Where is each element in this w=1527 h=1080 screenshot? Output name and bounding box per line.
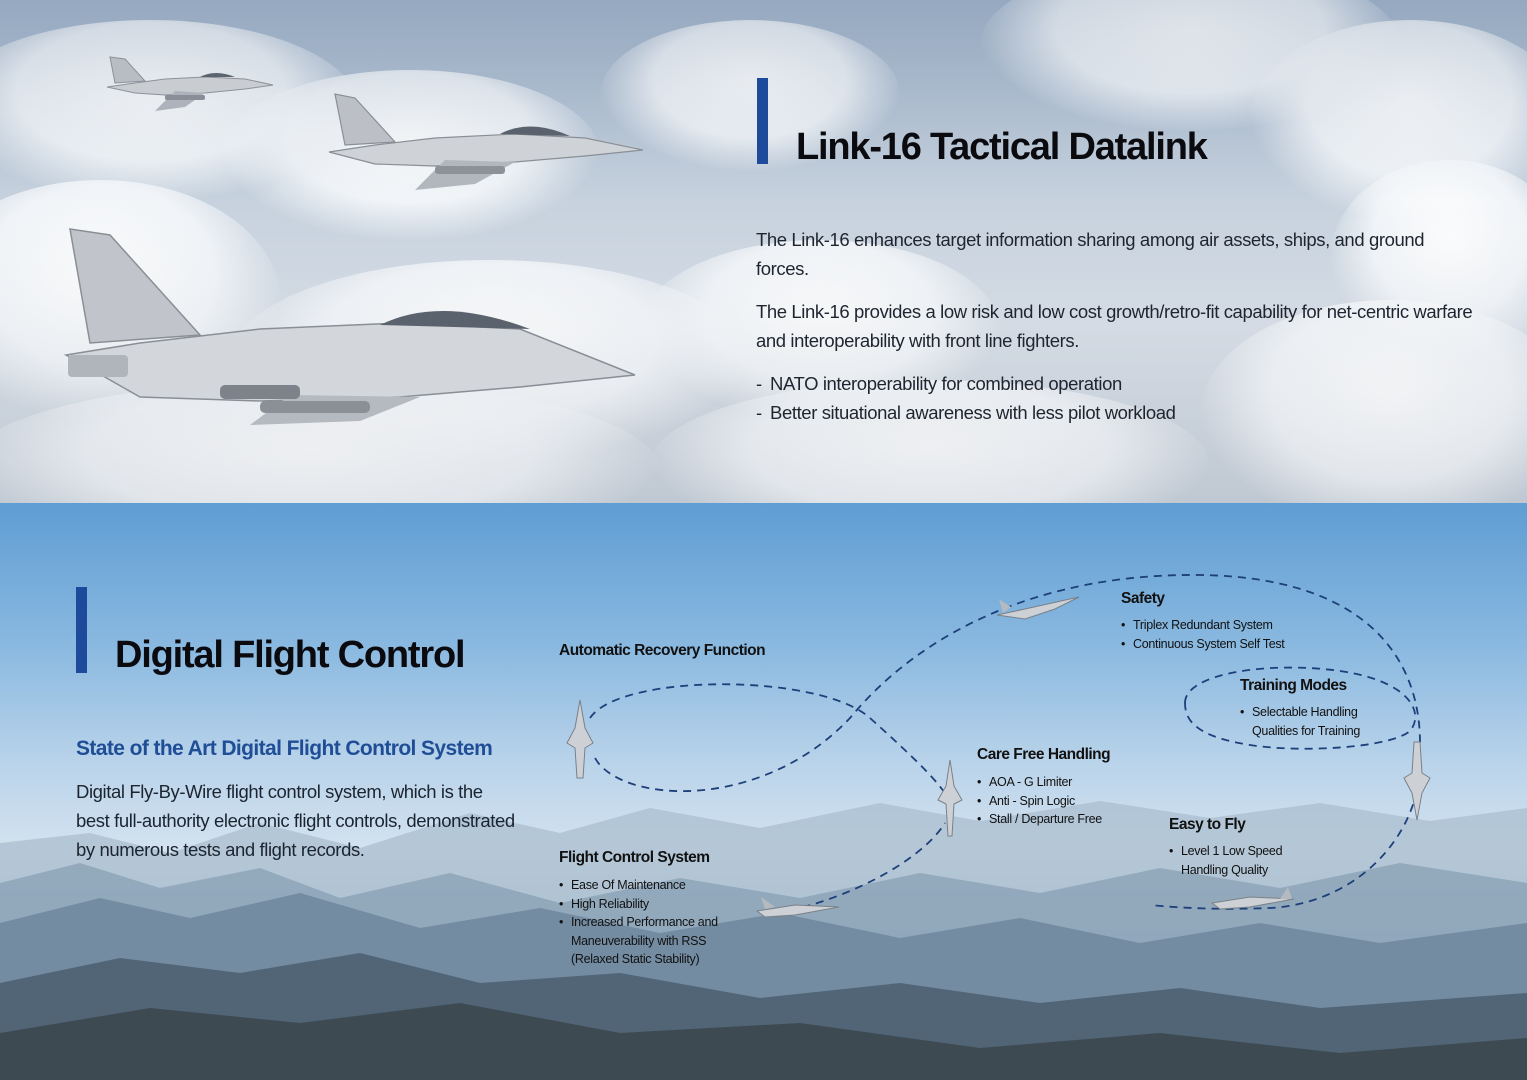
easy-to-fly-list: Level 1 Low Speed Handling Quality	[1169, 842, 1284, 879]
list-item: Ease Of Maintenance	[559, 876, 729, 895]
list-item: Increased Performance and Maneuverabilit…	[559, 913, 729, 969]
list-item: Level 1 Low Speed Handling Quality	[1169, 842, 1284, 879]
fighter-jet-image	[1210, 887, 1295, 910]
flight-path	[589, 683, 951, 804]
flight-control-system-list: Ease Of Maintenance High Reliability Inc…	[559, 876, 729, 969]
link16-bullet: NATO interoperability for combined opera…	[756, 369, 1476, 398]
fighter-jet-image	[566, 699, 594, 779]
care-free-handling-title: Care Free Handling	[977, 746, 1111, 763]
link16-bullet: Better situational awareness with less p…	[756, 398, 1476, 427]
link16-title: Link-16 Tactical Datalink	[796, 126, 1208, 168]
fighter-jet-image	[996, 596, 1080, 620]
accent-bar	[76, 587, 87, 673]
link16-paragraph: The Link-16 enhances target information …	[756, 229, 1425, 279]
flight-control-system-title: Flight Control System	[559, 849, 710, 866]
care-free-handling-list: AOA - G Limiter Anti - Spin Logic Stall …	[977, 773, 1127, 829]
link16-bullets: NATO interoperability for combined opera…	[756, 369, 1476, 427]
mountain-landscape	[0, 801, 1527, 1080]
list-item: Continuous System Self Test	[1121, 635, 1321, 654]
easy-to-fly-title: Easy to Fly	[1169, 816, 1246, 833]
cloud	[600, 20, 900, 170]
flight-path	[774, 822, 946, 914]
dfc-title: Digital Flight Control	[115, 634, 466, 676]
list-item: AOA - G Limiter	[977, 773, 1127, 792]
fighter-jet-image	[1403, 741, 1431, 821]
list-item: Stall / Departure Free	[977, 810, 1127, 829]
safety-title: Safety	[1121, 590, 1165, 607]
training-modes-title: Training Modes	[1240, 677, 1347, 694]
list-item: Anti - Spin Logic	[977, 792, 1127, 811]
link16-paragraph: The Link-16 provides a low risk and low …	[756, 301, 1473, 351]
accent-bar	[757, 78, 768, 164]
list-item: High Reliability	[559, 895, 729, 914]
fighter-jet-image	[755, 897, 840, 918]
link16-panel: Link-16 Tactical Datalink The Link-16 en…	[0, 0, 1527, 503]
digital-flight-control-panel: Digital Flight Control State of the Art …	[0, 503, 1527, 1080]
fighter-jet-image	[106, 56, 274, 111]
fighter-jet-image	[328, 93, 644, 190]
automatic-recovery-title: Automatic Recovery Function	[559, 642, 766, 659]
fighter-jet-image	[63, 228, 636, 425]
list-item: Triplex Redundant System	[1121, 616, 1321, 635]
fighter-jet-image	[937, 759, 963, 837]
training-loop	[1184, 666, 1417, 750]
dfc-subtitle: State of the Art Digital Flight Control …	[76, 737, 493, 760]
flight-path	[1149, 762, 1421, 910]
flight-path	[594, 574, 1421, 793]
link16-body: The Link-16 enhances target information …	[756, 225, 1476, 427]
cloud	[1330, 160, 1527, 360]
flight-path-diagram	[589, 574, 1421, 914]
dfc-description: Digital Fly-By-Wire flight control syste…	[76, 781, 515, 860]
safety-list: Triplex Redundant System Continuous Syst…	[1121, 616, 1321, 653]
training-modes-list: Selectable Handling Qualities for Traini…	[1240, 703, 1365, 740]
list-item: Selectable Handling Qualities for Traini…	[1240, 703, 1365, 740]
